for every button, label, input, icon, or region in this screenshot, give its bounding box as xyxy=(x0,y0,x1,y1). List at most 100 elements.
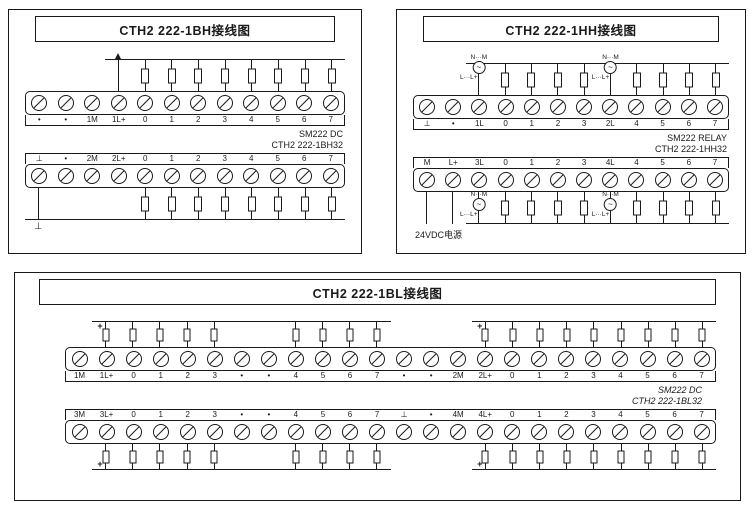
wiring-slot xyxy=(623,192,650,224)
wiring-slot xyxy=(227,444,255,470)
bl-model-series: SM222 DC xyxy=(657,385,702,395)
wiring-slot xyxy=(580,444,608,470)
terminal-label: 3 xyxy=(212,410,217,419)
ground-icon: ⊥ xyxy=(34,221,43,231)
terminal-label: 4 xyxy=(293,371,299,380)
terminal-label: 3 xyxy=(581,158,587,167)
screw-terminal-icon xyxy=(499,348,526,370)
screw-terminal-icon xyxy=(650,96,676,118)
terminal-label: 5 xyxy=(275,115,280,124)
screw-terminal-icon xyxy=(265,92,292,114)
terminal-label: • xyxy=(429,371,433,380)
screw-terminal-icon xyxy=(571,169,597,191)
wiring-slot xyxy=(119,444,147,470)
wiring-slot xyxy=(471,444,499,470)
wiring-slot xyxy=(391,321,418,347)
wiring-slot xyxy=(105,59,132,91)
wiring-slot xyxy=(51,188,79,220)
bl-terminal-strip-top xyxy=(65,347,716,371)
wiring-slot xyxy=(688,444,716,470)
ac-source-nm-label: N···M xyxy=(470,191,488,198)
wiring-slot xyxy=(291,188,319,220)
ac-source-icon: ~ xyxy=(472,198,486,212)
wiring-slot xyxy=(544,192,571,224)
terminal-label: 0 xyxy=(131,410,136,419)
terminal-label: 7 xyxy=(328,115,333,124)
screw-terminal-icon xyxy=(66,421,93,443)
bl-bottom-terminals xyxy=(66,421,715,443)
terminal-label: 0 xyxy=(143,154,148,163)
terminal-label: 3L xyxy=(474,158,484,167)
screw-terminal-icon xyxy=(212,92,239,114)
screw-terminal-icon xyxy=(159,165,186,187)
terminal-label: 6 xyxy=(686,158,692,167)
terminal-label: • xyxy=(451,119,455,128)
wiring-slot xyxy=(282,444,310,470)
wiring-slot xyxy=(413,63,439,95)
hh-bottom-overlay-slots xyxy=(413,192,729,224)
terminal-label: 7 xyxy=(699,371,704,380)
screw-terminal-icon xyxy=(623,96,649,118)
hh-terminal-strip-top xyxy=(413,95,729,119)
wiring-slot xyxy=(92,444,120,470)
terminal-label: 7 xyxy=(699,410,704,419)
wiring-slot xyxy=(265,188,292,220)
wiring-slot xyxy=(336,321,364,347)
screw-terminal-icon xyxy=(364,421,391,443)
terminal-label: 5 xyxy=(645,410,650,419)
screw-terminal-icon xyxy=(702,96,728,118)
hh-top-load-bus: N···M ~ L···L+ N···M ~ L···L+ xyxy=(413,54,729,95)
wiring-slot xyxy=(336,444,364,470)
wiring-slot xyxy=(309,321,337,347)
screw-terminal-icon xyxy=(545,96,571,118)
supply-arrow-icon xyxy=(115,53,122,59)
screw-terminal-icon xyxy=(688,348,715,370)
wiring-slot xyxy=(185,59,212,91)
bl-top-load-bus: + + xyxy=(65,321,716,347)
terminal-label: 7 xyxy=(712,119,718,128)
screw-terminal-icon xyxy=(238,165,265,187)
screw-terminal-icon xyxy=(147,421,174,443)
terminal-label: 0 xyxy=(131,371,136,380)
wiring-slot xyxy=(78,59,105,91)
terminal-label: 3 xyxy=(581,119,587,128)
terminal-label: 4 xyxy=(249,154,254,163)
wiring-slot xyxy=(544,63,571,95)
terminal-label: 4L+ xyxy=(478,410,493,419)
screw-terminal-icon xyxy=(493,169,519,191)
bl-model-text: SM222 DC CTH2 222-1BL32 xyxy=(65,385,702,407)
wiring-slot xyxy=(200,321,228,347)
terminal-label: 6 xyxy=(686,119,692,128)
wiring-slot xyxy=(570,192,598,224)
wiring-slot xyxy=(363,321,391,347)
wiring-slot xyxy=(413,192,440,224)
terminal-label: 6 xyxy=(672,410,677,419)
wiring-slot xyxy=(445,321,472,347)
screw-terminal-icon xyxy=(201,348,228,370)
wiring-slot xyxy=(158,188,186,220)
wiring-slot xyxy=(491,63,519,95)
panel-1hh-title: CTH2 222-1HH接线图 xyxy=(505,23,637,38)
terminal-label: 6 xyxy=(347,410,353,419)
screw-terminal-icon xyxy=(132,165,159,187)
screw-terminal-icon xyxy=(147,348,174,370)
terminal-label: 1 xyxy=(537,410,542,419)
screw-terminal-icon xyxy=(318,92,345,114)
wiring-slot xyxy=(173,321,201,347)
terminal-label: 5 xyxy=(660,119,665,128)
wiring-slot xyxy=(553,321,581,347)
wiring-slot xyxy=(318,188,346,220)
terminal-label: 1 xyxy=(158,410,163,419)
terminal-label: 4L xyxy=(605,158,615,167)
screw-terminal-icon xyxy=(120,348,147,370)
terminal-label: 2M xyxy=(452,371,464,380)
wiring-slot xyxy=(471,321,499,347)
terminal-label: 4 xyxy=(618,371,623,380)
terminal-label: 7 xyxy=(374,371,380,380)
terminal-label: 4 xyxy=(293,410,299,419)
wiring-slot xyxy=(65,321,92,347)
screw-terminal-icon xyxy=(650,169,676,191)
